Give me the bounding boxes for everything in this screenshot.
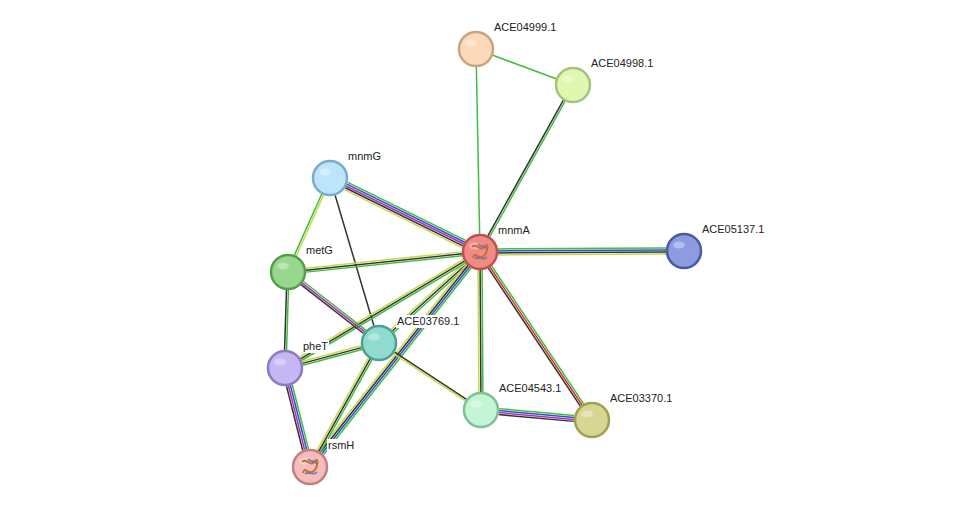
node-label: ACE05137.1 (701, 223, 765, 236)
evidence-line (288, 386, 304, 450)
evidence-line (488, 100, 563, 236)
node-circle (269, 253, 307, 291)
evidence-line (301, 263, 465, 361)
protein-node: ACE04999.1 (457, 30, 495, 68)
protein-node: ACE03370.1 (573, 401, 611, 439)
evidence-line (498, 251, 666, 253)
protein-node: pheT (266, 349, 304, 387)
evidence-line (301, 285, 364, 334)
interaction-edge (299, 259, 465, 360)
evidence-line (477, 270, 479, 392)
interaction-edge (286, 385, 308, 451)
evidence-line (344, 190, 462, 248)
evidence-line (319, 359, 370, 452)
node-circle (266, 349, 304, 387)
node-circle (461, 233, 499, 271)
node-label: ACE03370.1 (609, 392, 673, 405)
protein-node: ACE03769.1 (360, 324, 398, 362)
node-circle (360, 324, 398, 362)
node-label: ACE04999.1 (493, 21, 557, 34)
interaction-edge (393, 352, 466, 401)
evidence-line (320, 265, 468, 452)
evidence-line (498, 253, 666, 255)
evidence-line (481, 270, 483, 392)
evidence-line (306, 256, 462, 272)
interaction-edge (285, 290, 289, 350)
evidence-line (499, 415, 574, 422)
interaction-edge (319, 264, 471, 454)
evidence-line (322, 267, 470, 454)
node-label: metG (305, 244, 334, 257)
node-circle (291, 448, 329, 486)
interaction-edge (488, 100, 565, 237)
interaction-edge (335, 195, 374, 325)
node-label: ACE04998.1 (590, 57, 654, 70)
evidence-line (303, 281, 366, 330)
node-circle (462, 391, 500, 429)
evidence-line (302, 283, 365, 332)
protein-node: mnmA (461, 233, 499, 271)
node-label: ACE03769.1 (396, 315, 460, 328)
evidence-line (479, 270, 481, 392)
interaction-edge (493, 55, 556, 78)
evidence-line (498, 249, 666, 251)
evidence-line (346, 186, 464, 244)
evidence-line (490, 101, 565, 237)
evidence-line (492, 266, 584, 404)
evidence-line (347, 184, 465, 242)
evidence-line (285, 290, 287, 350)
node-label: mnmA (497, 224, 531, 237)
protein-node: rsmH (291, 448, 329, 486)
evidence-line (321, 360, 372, 453)
evidence-line (319, 264, 467, 451)
node-label: ACE04543.1 (498, 382, 562, 395)
node-label: rsmH (327, 439, 355, 452)
node-circle (457, 30, 495, 68)
evidence-line (290, 385, 306, 449)
evidence-line (324, 268, 472, 455)
evidence-line (395, 352, 467, 399)
evidence-line (493, 55, 556, 78)
protein-node: ACE05137.1 (665, 232, 703, 270)
node-circle (665, 232, 703, 270)
evidence-line (476, 67, 479, 234)
interaction-edge (317, 358, 372, 452)
interaction-edge (478, 270, 483, 392)
interaction-edge (499, 409, 575, 422)
evidence-line (393, 354, 465, 401)
evidence-line (335, 195, 374, 325)
interaction-edge (301, 281, 366, 333)
interaction-edge (488, 266, 583, 406)
evidence-line (345, 188, 463, 246)
protein-node: ACE04998.1 (554, 66, 592, 104)
evidence-line (490, 267, 582, 405)
evidence-line (498, 247, 666, 249)
protein-node: mnmG (311, 159, 349, 197)
node-circle (311, 159, 349, 197)
interaction-edge (498, 248, 666, 255)
node-circle (554, 66, 592, 104)
evidence-line (488, 268, 580, 406)
evidence-line (317, 358, 368, 451)
protein-node: metG (269, 253, 307, 291)
node-label: pheT (302, 340, 329, 353)
interaction-edge (344, 182, 465, 247)
interaction-edge (476, 67, 479, 234)
evidence-line (286, 386, 302, 450)
node-circle (573, 401, 611, 439)
protein-node: ACE04543.1 (462, 391, 500, 429)
evidence-line (348, 182, 466, 240)
node-label: mnmG (347, 150, 382, 163)
